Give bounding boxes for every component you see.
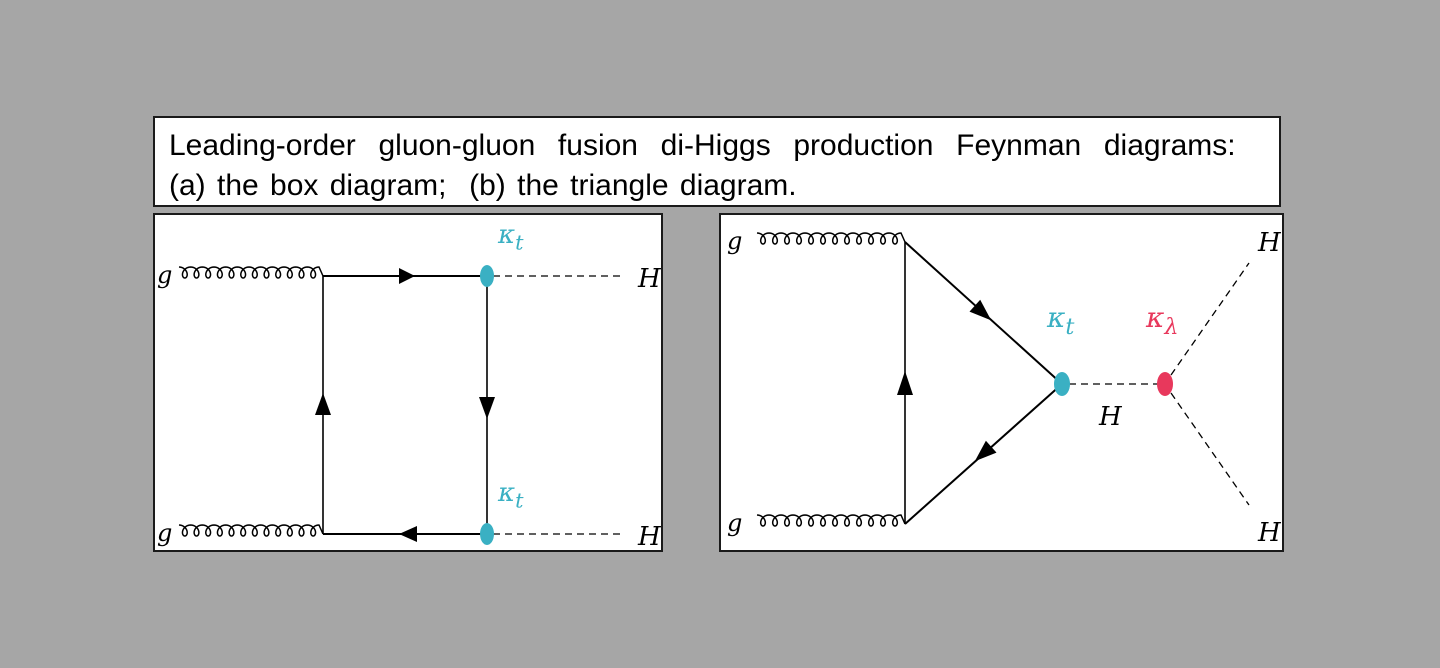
- gluon-line-bottom: [756, 514, 906, 527]
- higgs-line-out-bottom: [1170, 392, 1250, 506]
- triangle-diagram-panel: g g κt κλ H H H: [719, 213, 1284, 552]
- gluon-label-top: g: [727, 227, 742, 255]
- box-diagram-panel: g g H H κt κt: [153, 213, 663, 552]
- arrow-up: [315, 393, 331, 415]
- triangle-diagram: g g κt κλ H H H: [727, 227, 1282, 548]
- higgs-label-bottom: H: [637, 522, 661, 550]
- caption-line-1: Leading-order gluon-gluon fusion di-Higg…: [169, 129, 1236, 162]
- kappa-lambda-vertex: [1157, 372, 1173, 396]
- gluon-line-bottom: [178, 524, 324, 537]
- higgs-label-bottom: H: [1257, 518, 1282, 548]
- arrow-right: [399, 268, 415, 284]
- kappa-t-label: κt: [1046, 301, 1075, 340]
- gluon-line-top: [178, 266, 324, 279]
- gluon-label-top: g: [157, 261, 172, 289]
- gluon-label-bottom: g: [727, 509, 742, 537]
- higgs-label-top: H: [637, 264, 661, 294]
- kappa-t-vertex-bottom: [480, 523, 494, 545]
- arrow-lower: [974, 440, 997, 462]
- gluon-label-bottom: g: [157, 519, 172, 547]
- arrow-upper: [969, 299, 992, 321]
- kappa-t-vertex-top: [480, 265, 494, 287]
- box-diagram: g g H H κt κt: [157, 220, 661, 550]
- kappa-t-label-top: κt: [497, 220, 524, 255]
- caption-box: Leading-order gluon-gluon fusion di-Higg…: [153, 116, 1281, 207]
- arrow-down: [479, 397, 495, 419]
- higgs-label-internal: H: [1098, 402, 1123, 432]
- arrow-left: [399, 526, 417, 542]
- higgs-label-top: H: [1257, 228, 1282, 258]
- gluon-line-top: [756, 232, 906, 245]
- kappa-t-vertex: [1054, 372, 1070, 396]
- kappa-t-label-bottom: κt: [497, 478, 524, 513]
- caption-line-2: (a) the box diagram; (b) the triangle di…: [169, 169, 797, 202]
- arrow-up: [897, 371, 913, 395]
- higgs-line-out-top: [1170, 262, 1250, 376]
- kappa-lambda-label: κλ: [1145, 301, 1179, 340]
